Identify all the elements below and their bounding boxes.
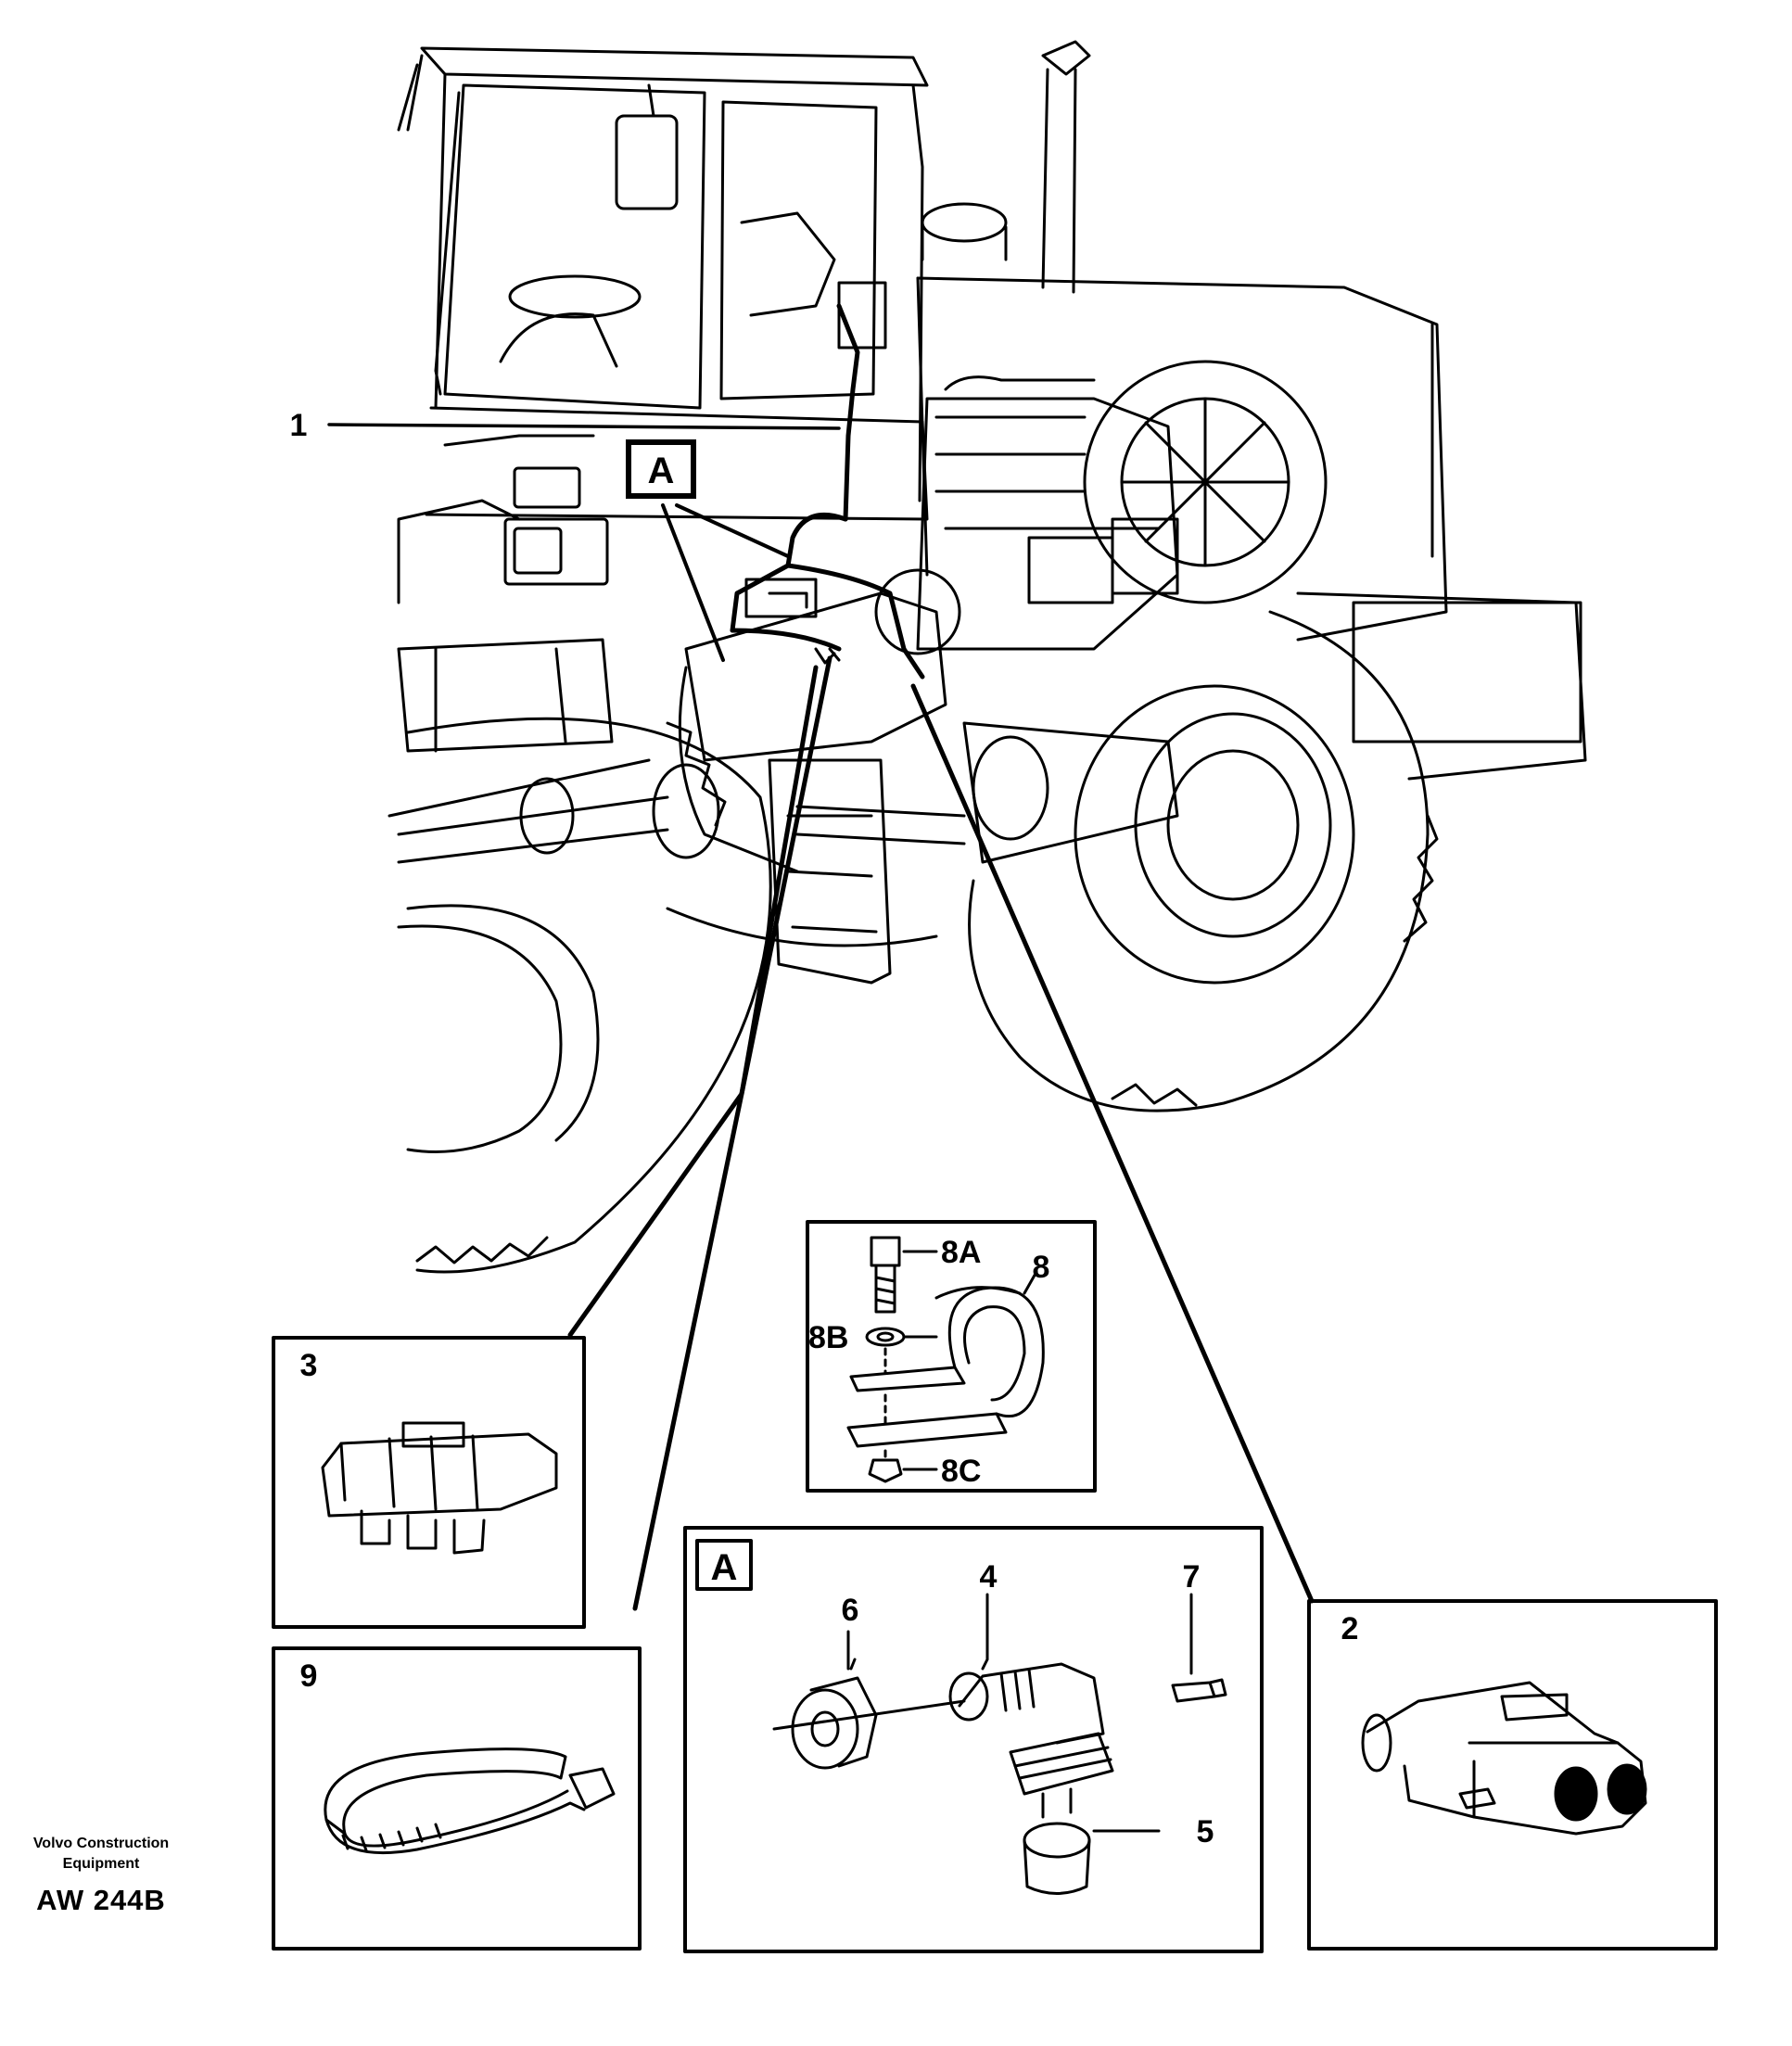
leader-line-1 <box>327 423 841 430</box>
callout-7: 7 <box>1183 1559 1201 1595</box>
detail-panel-8 <box>806 1220 1097 1493</box>
wheel-loader-illustration <box>388 40 1587 1274</box>
detail-a-tag: A <box>711 1547 738 1588</box>
harness-connectors <box>744 281 887 665</box>
callout-a-box <box>626 439 696 499</box>
callout-8c: 8C <box>941 1454 981 1489</box>
plug-connector-part <box>1361 1681 1647 1836</box>
clamp-assembly-part <box>846 1236 1045 1483</box>
harness-connector-block <box>744 578 818 618</box>
drawing-code: AW 244B <box>36 1884 166 1916</box>
leader-line-9 <box>632 655 832 1611</box>
callout-5: 5 <box>1197 1814 1214 1849</box>
leader-line-a-1 <box>661 503 725 662</box>
manufacturer-line-2: Equipment <box>62 1856 140 1872</box>
detail-panel-a <box>683 1526 1264 1953</box>
terminal-pin <box>1171 1678 1227 1703</box>
bolt-head <box>870 1236 901 1267</box>
sensor <box>1023 1822 1091 1859</box>
detail-panel-9 <box>272 1646 642 1951</box>
grommet-nut <box>791 1688 859 1770</box>
leader-line-3 <box>567 665 819 1338</box>
callout-a: A <box>648 451 675 491</box>
manufacturer-label: Volvo Construction Equipment <box>13 1834 189 1874</box>
connector-housing-part <box>321 1421 558 1555</box>
cab-connector-box <box>837 281 887 349</box>
callout-9: 9 <box>300 1658 318 1694</box>
callout-2: 2 <box>1341 1611 1359 1646</box>
callout-8a: 8A <box>941 1235 981 1270</box>
leader-line-2 <box>910 683 1315 1604</box>
detail-panel-2 <box>1307 1599 1718 1951</box>
nut <box>868 1458 903 1483</box>
cable-tie-part <box>324 1747 616 1855</box>
leader-lines <box>327 423 1315 1611</box>
wiring-harness <box>730 303 925 680</box>
detail-panel-3 <box>272 1336 586 1629</box>
leader-line-a-2 <box>675 503 790 558</box>
callout-6: 6 <box>842 1593 859 1628</box>
washer <box>865 1327 906 1347</box>
callout-1: 1 <box>290 408 308 443</box>
callout-4: 4 <box>980 1559 998 1595</box>
callout-3: 3 <box>300 1348 318 1383</box>
callout-8b: 8B <box>808 1320 848 1355</box>
callout-8: 8 <box>1033 1250 1050 1285</box>
detail-a-tag-box <box>695 1539 753 1591</box>
elbow-fitting <box>948 1671 989 1722</box>
manufacturer-line-1: Volvo Construction <box>32 1836 170 1851</box>
fitting-parts <box>772 1593 1227 1895</box>
